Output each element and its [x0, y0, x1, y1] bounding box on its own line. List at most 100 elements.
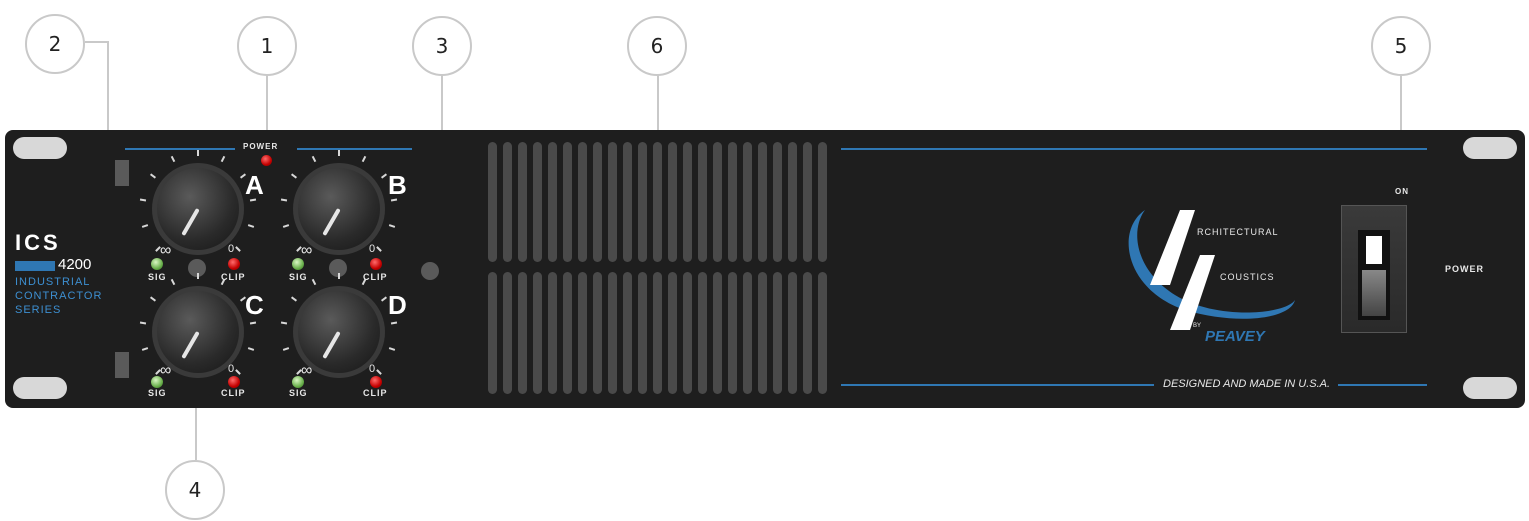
button-ab-left[interactable] — [188, 259, 206, 277]
vent-slot — [803, 142, 812, 262]
clip-label-a: CLIP — [221, 272, 246, 282]
vent-slot — [593, 142, 602, 262]
channel-a-label: A — [245, 170, 264, 200]
vent-slot — [803, 272, 812, 394]
rack-ear-top-right — [1463, 137, 1517, 159]
knob-tick — [391, 198, 398, 202]
knob-tick — [221, 155, 226, 163]
knob-tick — [170, 278, 175, 286]
button-ab-right[interactable] — [329, 259, 347, 277]
clip-led-c — [228, 376, 240, 388]
power-led-label: POWER — [243, 142, 279, 151]
channel-a-min-mark: ∞ — [160, 242, 172, 259]
right-top-line — [841, 148, 1427, 150]
vent-slot — [563, 142, 572, 262]
sig-label-b: SIG — [289, 272, 308, 282]
callout-4: 4 — [165, 460, 225, 520]
sig-led-a — [151, 258, 163, 270]
knob-tick — [139, 321, 146, 325]
vent-slot — [578, 272, 587, 394]
vent-slot — [488, 272, 497, 394]
vent-slot — [548, 272, 557, 394]
gain-knob-d[interactable] — [293, 286, 385, 378]
callout-5: 5 — [1371, 16, 1431, 76]
knob-tick — [248, 347, 255, 352]
knob-tick — [250, 198, 257, 202]
clip-led-a — [228, 258, 240, 270]
knob-tick — [389, 224, 396, 229]
knob-tick — [250, 321, 257, 325]
vent-slot — [653, 272, 662, 394]
vent-slot — [548, 142, 557, 262]
brand-logo: ICS — [15, 230, 61, 255]
knob-tick — [139, 198, 146, 202]
vent-slot — [503, 142, 512, 262]
logo-line-1: RCHITECTURAL — [1197, 227, 1279, 237]
vent-slot — [563, 272, 572, 394]
knob-tick — [338, 150, 340, 156]
vent-slot — [668, 142, 677, 262]
callout-2: 2 — [25, 14, 85, 74]
gain-knob-b[interactable] — [293, 163, 385, 255]
knob-tick — [362, 155, 367, 163]
vent-slot — [593, 272, 602, 394]
gain-knob-a[interactable] — [152, 163, 244, 255]
knob-tick — [280, 321, 287, 325]
sig-led-c — [151, 376, 163, 388]
vent-slot — [623, 142, 632, 262]
knob-tick — [338, 273, 340, 279]
model-number: 4200 — [58, 256, 92, 273]
vent-slot — [713, 142, 722, 262]
knob-tick — [282, 347, 289, 352]
vent-slot — [713, 272, 722, 394]
architectural-acoustics-logo — [1128, 210, 1295, 330]
vent-slot — [608, 142, 617, 262]
channel-a-max-mark: 0 — [228, 243, 235, 255]
knob-tick — [280, 198, 287, 202]
knob-tick — [282, 224, 289, 229]
vent-slot — [533, 142, 542, 262]
sig-led-b — [292, 258, 304, 270]
knob-tick — [375, 368, 382, 375]
knob-tick — [234, 245, 241, 252]
clip-led-b — [370, 258, 382, 270]
vent-slot — [653, 142, 662, 262]
top-line-right — [297, 148, 412, 150]
vent-slot — [683, 272, 692, 394]
switch-on-label: ON — [1395, 187, 1409, 196]
footer-line-left — [841, 384, 1154, 386]
vent-slot — [683, 142, 692, 262]
switch-power-label: POWER — [1445, 264, 1485, 274]
knob-tick — [290, 296, 297, 302]
clip-label-d: CLIP — [363, 388, 388, 398]
vent-slot — [818, 272, 827, 394]
channel-b-max-mark: 0 — [369, 243, 376, 255]
knob-tick — [141, 224, 148, 229]
series-line-2: CONTRACTOR — [15, 290, 103, 302]
callout-6: 6 — [627, 16, 687, 76]
gain-knob-c[interactable] — [152, 286, 244, 378]
knob-tick — [311, 278, 316, 286]
channel-d-max-mark: 0 — [369, 363, 376, 375]
rack-ear-bottom-left — [13, 377, 67, 399]
channel-c-max-mark: 0 — [228, 363, 235, 375]
vent-slot — [743, 142, 752, 262]
button-right-of-b[interactable] — [421, 262, 439, 280]
footer-line-right — [1338, 384, 1427, 386]
vent-slot — [773, 272, 782, 394]
vent-slot — [743, 272, 752, 394]
vent-slot — [518, 272, 527, 394]
channel-c-min-mark: ∞ — [160, 362, 172, 379]
knob-tick — [381, 173, 388, 179]
power-switch[interactable] — [1341, 205, 1407, 333]
knob-tick — [141, 347, 148, 352]
vent-slot — [638, 272, 647, 394]
vent-slot — [728, 142, 737, 262]
callout-3: 3 — [412, 16, 472, 76]
knob-tick — [234, 368, 241, 375]
channel-d-label: D — [388, 290, 407, 320]
vent-slot — [728, 272, 737, 394]
vent-slot — [578, 142, 587, 262]
knob-tick — [391, 321, 398, 325]
knob-tick — [170, 155, 175, 163]
